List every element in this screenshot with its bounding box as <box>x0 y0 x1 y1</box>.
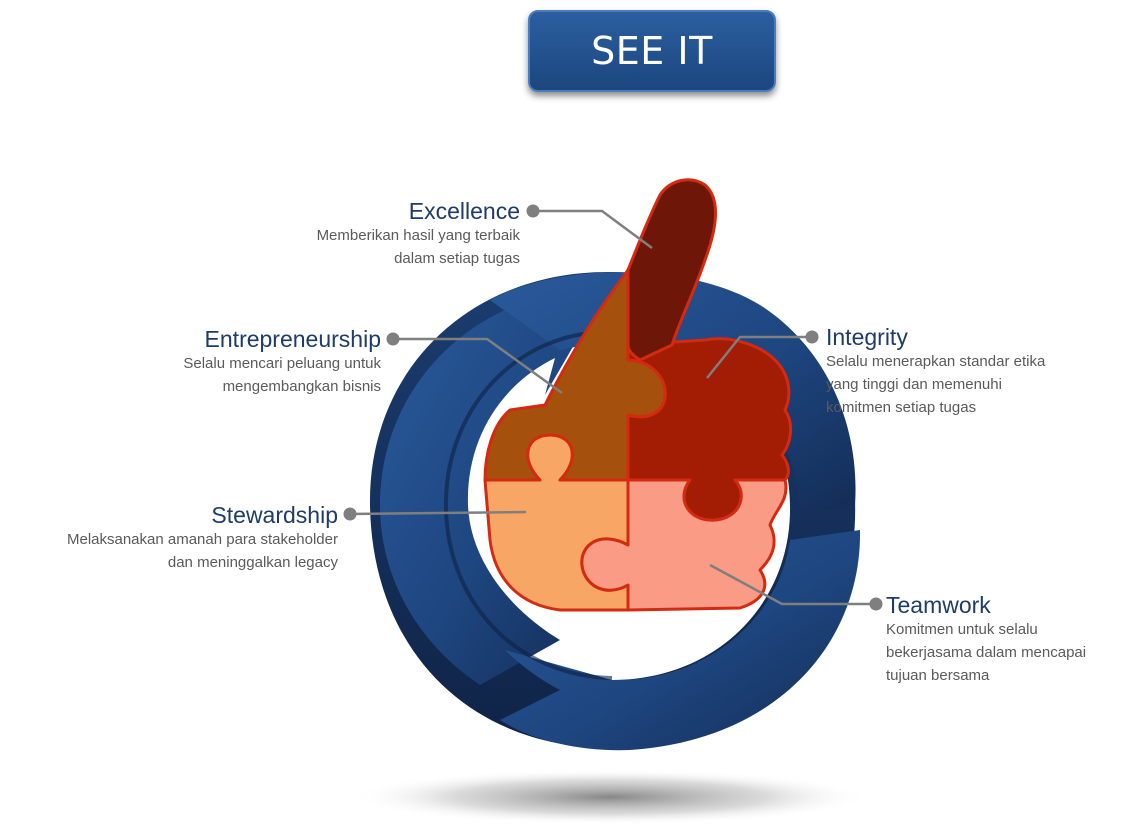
see-it-title-button: SEE IT <box>528 10 776 92</box>
label-teamwork-title: Teamwork <box>886 592 991 618</box>
label-integrity: Integrity Selalu menerapkan standar etik… <box>826 324 1045 419</box>
ring-arrow-left <box>380 300 600 685</box>
label-stewardship-desc-1: Melaksanakan amanah para stakeholder <box>66 531 338 548</box>
ring-arrow-bottom <box>500 530 861 751</box>
label-excellence-desc-2: dalam setiap tugas <box>394 250 520 267</box>
label-integrity-title: Integrity <box>826 324 908 350</box>
connector-entrepreneurship <box>393 337 563 395</box>
dot-entrepreneurship <box>386 332 400 346</box>
dot-excellence <box>526 204 540 218</box>
label-integrity-desc-3: komitmen setiap tugas <box>826 399 977 416</box>
dot-stewardship <box>343 507 357 521</box>
label-stewardship: Stewardship Melaksanakan amanah para sta… <box>67 502 338 574</box>
connector-integrity <box>706 335 812 379</box>
ring-inner-edge <box>443 329 613 680</box>
label-entrepreneurship: Entrepreneurship Selalu mencari peluang … <box>183 326 381 398</box>
label-teamwork-desc-2: bekerjasama dalam mencapai <box>886 644 1087 661</box>
see-it-title: SEE IT <box>591 29 713 73</box>
label-excellence-desc-1: Memberikan hasil yang terbaik <box>316 227 520 244</box>
puzzle-piece-excellence <box>626 178 717 362</box>
label-teamwork: Teamwork Komitmen untuk selalu bekerjasa… <box>886 592 1086 687</box>
label-excellence: Excellence Memberikan hasil yang terbaik… <box>317 198 520 270</box>
cycle-ring <box>369 271 861 751</box>
puzzle-piece-integrity <box>626 337 793 522</box>
label-excellence-title: Excellence <box>408 198 520 224</box>
label-entrepreneurship-title: Entrepreneurship <box>204 326 381 352</box>
label-integrity-desc-2: yang tinggi dan memenuhi <box>826 376 1002 393</box>
label-teamwork-desc-3: tujuan bersama <box>886 667 990 684</box>
puzzle-hand <box>483 178 793 612</box>
floor-shadow <box>350 769 870 824</box>
label-integrity-desc-1: Selalu menerapkan standar etika <box>826 353 1046 370</box>
connector-dots <box>343 204 883 611</box>
connector-teamwork <box>709 563 876 606</box>
connector-excellence <box>533 209 653 250</box>
dot-teamwork <box>869 597 883 611</box>
label-stewardship-desc-2: dan meninggalkan legacy <box>167 554 338 571</box>
label-entrepreneurship-desc-1: Selalu mencari peluang untuk <box>183 355 381 372</box>
label-teamwork-desc-1: Komitmen untuk selalu <box>886 621 1038 638</box>
label-entrepreneurship-desc-2: mengembangkan bisnis <box>222 378 381 395</box>
label-stewardship-title: Stewardship <box>211 502 338 528</box>
connector-stewardship <box>349 510 527 516</box>
dot-integrity <box>805 330 819 344</box>
connectors <box>349 209 876 606</box>
